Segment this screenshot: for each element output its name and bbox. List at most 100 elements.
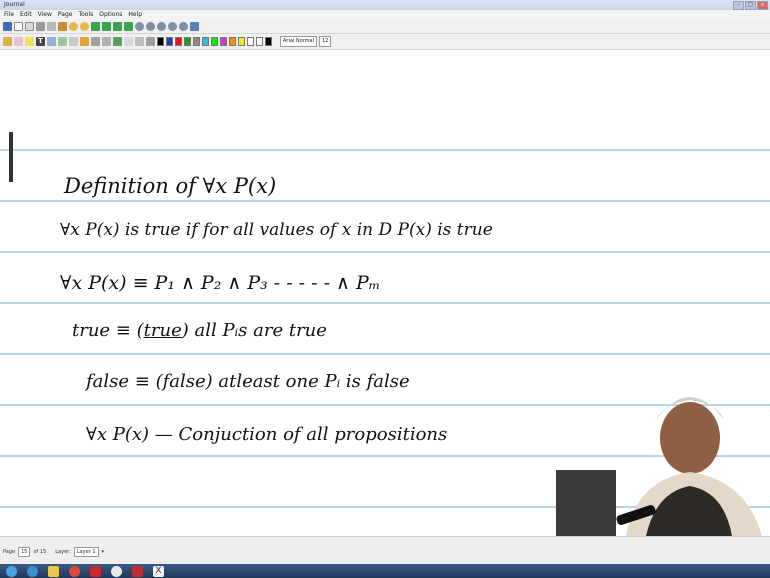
hand-tool-icon[interactable] xyxy=(80,37,89,46)
vertical-space-icon[interactable] xyxy=(69,37,78,46)
instructor-video xyxy=(556,397,762,536)
margin-mark xyxy=(9,132,13,182)
color-black-swatch[interactable] xyxy=(157,37,164,46)
color-lightblue-swatch[interactable] xyxy=(202,37,209,46)
note-true-prefix: true ≡ ( xyxy=(72,320,144,341)
chrome-icon[interactable] xyxy=(69,565,80,577)
menu-page[interactable]: Page xyxy=(57,11,73,18)
copy-icon[interactable] xyxy=(47,22,56,31)
cut-icon[interactable] xyxy=(36,22,45,31)
status-row: Page 15 of 15 Layer: Layer 1 ▾ xyxy=(3,547,104,557)
default-pen-icon[interactable] xyxy=(113,37,122,46)
paste-icon[interactable] xyxy=(58,22,67,31)
chair-back xyxy=(556,470,616,536)
color-gray-swatch[interactable] xyxy=(193,37,200,46)
rule-line xyxy=(0,506,770,508)
menu-help[interactable]: Help xyxy=(128,11,143,18)
minimize-button[interactable]: – xyxy=(733,1,744,10)
undo-icon[interactable] xyxy=(69,22,78,31)
instructor-hair xyxy=(656,397,724,420)
text-tool-icon[interactable]: T xyxy=(36,37,45,46)
color-orange-swatch[interactable] xyxy=(229,37,236,46)
last-page-icon[interactable] xyxy=(124,22,133,31)
color-white2-swatch[interactable] xyxy=(256,37,263,46)
journal-page[interactable]: Definition of ∀x P(x) ∀x P(x) is true if… xyxy=(0,50,770,536)
pen-icon[interactable] xyxy=(3,37,12,46)
page-label: Page xyxy=(3,549,16,555)
next-page-icon[interactable] xyxy=(113,22,122,31)
menu-view[interactable]: View xyxy=(37,11,52,18)
refresh-icon[interactable] xyxy=(190,22,199,31)
rule-line xyxy=(0,404,770,406)
font-size-box[interactable]: 12 xyxy=(319,36,332,47)
thickness-medium-icon[interactable] xyxy=(135,37,144,46)
color-magenta-swatch[interactable] xyxy=(220,37,227,46)
title-bar: Journal – □ × xyxy=(0,0,770,10)
note-line-conjunction: ∀x P(x) ≡ P₁ ∧ P₂ ∧ P₃ - - - - - ∧ Pₘ xyxy=(60,272,381,294)
menu-file[interactable]: File xyxy=(4,11,15,18)
rule-line xyxy=(0,251,770,253)
thickness-thick-icon[interactable] xyxy=(146,37,155,46)
menu-options[interactable]: Options xyxy=(99,11,123,18)
rule-line xyxy=(0,302,770,304)
rule-line xyxy=(0,200,770,202)
save-icon[interactable] xyxy=(3,22,12,31)
note-true-underlined: true xyxy=(143,320,182,341)
page-total: of 15 xyxy=(33,549,47,555)
color-black2-swatch[interactable] xyxy=(265,37,272,46)
rule-line xyxy=(0,455,770,457)
first-page-icon[interactable] xyxy=(91,22,100,31)
instructor-face xyxy=(660,402,720,474)
color-lightgreen-swatch[interactable] xyxy=(211,37,218,46)
note-true-suffix: ) all Pᵢs are true xyxy=(181,320,327,341)
folder-icon[interactable] xyxy=(48,565,59,577)
browser-icon[interactable] xyxy=(27,565,38,577)
window-controls: – □ × xyxy=(733,1,768,10)
zoom-width-icon[interactable] xyxy=(168,22,177,31)
instructor-blouse xyxy=(646,486,732,536)
rule-line xyxy=(0,353,770,355)
color-white-swatch[interactable] xyxy=(247,37,254,46)
media-icon[interactable] xyxy=(111,565,122,577)
journal-app-icon[interactable]: X xyxy=(153,565,164,577)
font-name-box[interactable]: Arial Normal xyxy=(280,36,317,47)
thickness-fine-icon[interactable] xyxy=(124,37,133,46)
redo-icon[interactable] xyxy=(80,22,89,31)
window-title: Journal xyxy=(4,1,25,8)
maximize-button[interactable]: □ xyxy=(745,1,756,10)
eraser-icon[interactable] xyxy=(14,37,23,46)
presentation-icon[interactable] xyxy=(132,565,143,577)
note-line-false: false ≡ (false) atleast one Pᵢ is false xyxy=(86,371,410,392)
open-icon[interactable] xyxy=(25,22,34,31)
start-icon[interactable] xyxy=(6,565,17,577)
color-red-swatch[interactable] xyxy=(175,37,182,46)
note-line-definition: Definition of ∀x P(x) xyxy=(64,174,277,198)
color-blue-swatch[interactable] xyxy=(166,37,173,46)
new-page-icon[interactable] xyxy=(14,22,23,31)
image-tool-icon[interactable] xyxy=(47,37,56,46)
page-number-input[interactable]: 15 xyxy=(18,547,31,557)
note-line-true: true ≡ (true) all Pᵢs are true xyxy=(72,320,327,341)
zoom-100-icon[interactable] xyxy=(157,22,166,31)
main-toolbar xyxy=(0,20,770,34)
ruler-icon[interactable] xyxy=(91,37,100,46)
menu-edit[interactable]: Edit xyxy=(20,11,32,18)
chevron-down-icon[interactable]: ▾ xyxy=(101,549,105,555)
layer-label: Layer: xyxy=(55,549,71,555)
note-line-statement: ∀x P(x) is true if for all values of x i… xyxy=(60,220,493,240)
select-rect-icon[interactable] xyxy=(58,37,67,46)
color-green-swatch[interactable] xyxy=(184,37,191,46)
close-button[interactable]: × xyxy=(757,1,768,10)
zoom-in-icon[interactable] xyxy=(135,22,144,31)
rule-line xyxy=(0,149,770,151)
zoom-height-icon[interactable] xyxy=(179,22,188,31)
menu-tools[interactable]: Tools xyxy=(78,11,94,18)
stylus-pen xyxy=(616,505,656,525)
layer-select[interactable]: Layer 1 xyxy=(73,547,99,557)
shape-recognizer-icon[interactable] xyxy=(102,37,111,46)
pdf-icon[interactable] xyxy=(90,565,101,577)
prev-page-icon[interactable] xyxy=(102,22,111,31)
zoom-out-icon[interactable] xyxy=(146,22,155,31)
color-yellow-swatch[interactable] xyxy=(238,37,245,46)
highlighter-icon[interactable] xyxy=(25,37,34,46)
